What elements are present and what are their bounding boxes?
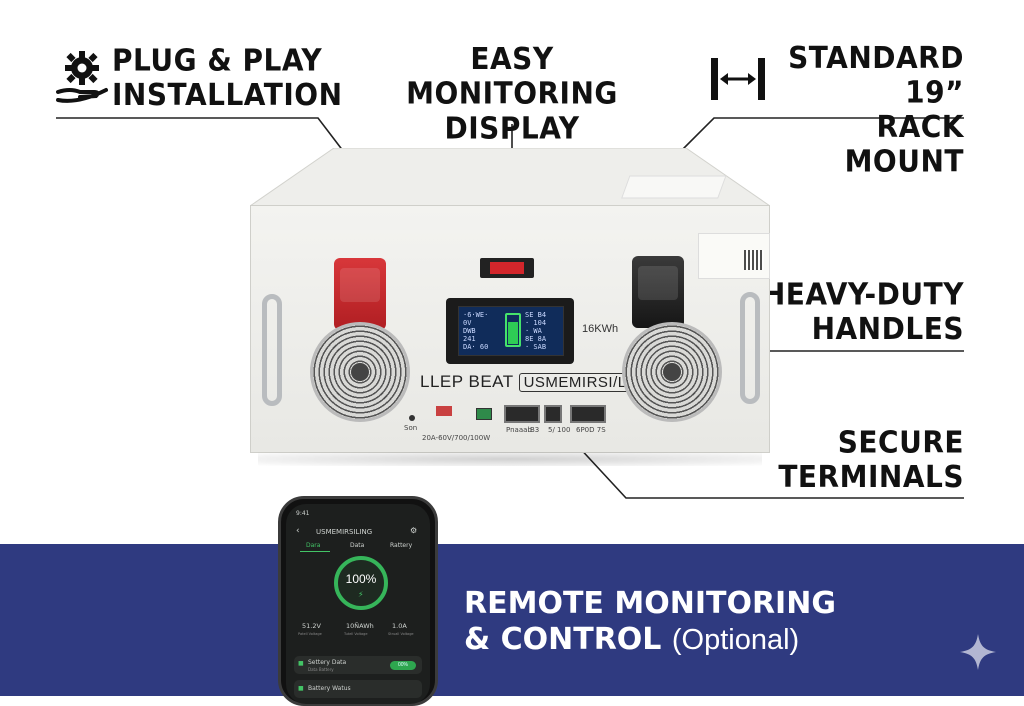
power-switch-rocker xyxy=(490,262,524,274)
tab-rattery[interactable]: Rattery xyxy=(390,542,413,549)
qr-code xyxy=(744,250,764,270)
stat-value: 10ÑAWh xyxy=(346,622,374,630)
monitoring-line-1: EASY MONITORING xyxy=(406,41,618,112)
handles-line-2: HANDLES xyxy=(811,310,964,347)
fan-hub xyxy=(351,363,369,381)
stat-label: Struall Voltage xyxy=(388,632,414,636)
handles-callout: HEAVY-DUTY HANDLES xyxy=(760,277,964,346)
stat-value: 1.0A xyxy=(392,622,407,630)
tab-data[interactable]: Data xyxy=(350,542,365,549)
negative-terminal[interactable] xyxy=(632,256,684,328)
usb-port[interactable] xyxy=(476,408,492,420)
list-item[interactable]: ■ Settery Data Data Battery 00% xyxy=(294,656,422,674)
terminal-cap xyxy=(340,268,380,302)
monitoring-line-2: DISPLAY xyxy=(444,110,580,146)
row-badge: 00% xyxy=(390,661,416,670)
charge-percent: 100% xyxy=(345,572,377,586)
terminal-cap xyxy=(638,266,678,300)
sparkle-icon xyxy=(960,634,996,670)
can-port[interactable] xyxy=(544,405,562,423)
remote-monitoring-banner xyxy=(0,544,1024,696)
terminals-callout: SECURE TERMINALS xyxy=(760,425,964,494)
rack-line-1: STANDARD 19” xyxy=(788,39,964,110)
plug-play-line-2: INSTALLATION xyxy=(112,76,343,113)
left-cooling-fan xyxy=(310,322,410,422)
reset-button[interactable] xyxy=(409,415,415,421)
charge-ring: 100% ⚡ xyxy=(334,556,388,610)
back-icon[interactable]: ‹ xyxy=(296,526,300,536)
lcd-text: ·6·WE· xyxy=(463,311,489,319)
link-port[interactable] xyxy=(570,405,606,423)
app-screen: 9:41 ‹ USMEMIRSILING ⚙ Dara Data Rattery… xyxy=(286,504,430,704)
terminals-line-2: TERMINALS xyxy=(778,458,964,495)
lcd-display: ·6·WE· 0V DWB 241 DA· 60 SE B4 · 104 · W… xyxy=(446,298,574,364)
port-label: Son xyxy=(404,424,418,432)
list-item[interactable]: ■ Battery Watus xyxy=(294,680,422,698)
port-label: 6P0D 7S xyxy=(576,426,606,434)
terminals-line-1: SECURE xyxy=(837,424,964,460)
port-label: 5/ 100 xyxy=(548,426,571,434)
stat-value: 51.2V xyxy=(302,622,321,630)
row-icon: ■ xyxy=(298,660,304,667)
port-label: B3 xyxy=(530,426,540,434)
stat-label: Patell Voltage xyxy=(298,632,322,636)
lcd-text: · 104 xyxy=(525,319,547,327)
capacity-label: 16KWh xyxy=(582,323,619,335)
optional-label: (Optional) xyxy=(671,624,800,656)
width-measure-icon xyxy=(711,58,765,100)
lcd-text: DA· 60 xyxy=(463,343,489,351)
lcd-text: 0V xyxy=(463,319,472,327)
lcd-text: SE B4 xyxy=(525,311,547,319)
battery-top-panel xyxy=(250,148,770,206)
lightning-icon: ⚡ xyxy=(358,590,364,599)
dip-switch[interactable] xyxy=(436,406,452,416)
tab-dara[interactable]: Dara xyxy=(306,542,321,549)
row-sub: Data Battery xyxy=(308,667,334,672)
brand-label: LLEP BEAT USMEMIRSI/LING xyxy=(420,372,660,392)
right-handle[interactable] xyxy=(740,292,760,404)
fan-hub xyxy=(663,363,681,381)
plug-play-line-1: PLUG & PLAY xyxy=(112,42,323,78)
lcd-screen: ·6·WE· 0V DWB 241 DA· 60 SE B4 · 104 · W… xyxy=(458,306,564,356)
left-handle[interactable] xyxy=(262,294,282,406)
lcd-text: 8E 8A xyxy=(525,335,547,343)
row-icon: ■ xyxy=(298,685,304,692)
port-label: 20A-60V/700/100W xyxy=(422,434,491,442)
lcd-text: DWB xyxy=(463,327,476,335)
brand-model: USMEMIRSI/LING xyxy=(518,373,660,392)
brand-name: LLEP BEAT xyxy=(420,372,514,391)
status-time: 9:41 xyxy=(296,510,310,517)
plug-play-callout: PLUG & PLAY INSTALLATION xyxy=(112,43,343,112)
row-label: Settery Data xyxy=(308,659,347,666)
remote-line-2-wrap: & CONTROL (Optional) xyxy=(464,622,836,658)
gear-in-hand-icon xyxy=(56,51,108,103)
settings-icon[interactable]: ⚙ xyxy=(410,526,418,535)
remote-line-2: & CONTROL xyxy=(464,622,662,657)
lcd-left-column: ·6·WE· 0V DWB 241 DA· 60 xyxy=(463,311,488,351)
handles-line-1: HEAVY-DUTY xyxy=(761,276,964,312)
power-switch[interactable] xyxy=(480,258,534,278)
rack-callout: STANDARD 19” RACK MOUNT xyxy=(770,39,964,180)
app-title: USMEMIRSILING xyxy=(316,528,373,536)
remote-line-1: REMOTE MONITORING xyxy=(464,586,836,621)
battery-level-icon xyxy=(505,313,521,347)
remote-monitoring-heading: REMOTE MONITORING & CONTROL (Optional) xyxy=(464,586,836,658)
port-label: Pnaaab xyxy=(506,426,532,434)
active-tab-underline xyxy=(300,551,330,552)
lcd-text: 241 xyxy=(463,335,476,343)
battery-level-fill xyxy=(508,322,518,344)
rs485-port[interactable] xyxy=(504,405,540,423)
lcd-right-column: SE B4 · 104 · WA 8E 8A · SAB xyxy=(525,311,546,351)
right-cooling-fan xyxy=(622,322,722,422)
positive-terminal[interactable] xyxy=(334,258,386,330)
stat-label: Tutell Voltage xyxy=(344,632,368,636)
rack-line-2: RACK MOUNT xyxy=(844,108,964,180)
lcd-text: · WA xyxy=(525,327,542,335)
row-label: Battery Watus xyxy=(308,685,351,692)
battery-shadow xyxy=(258,452,762,466)
lcd-text: · SAB xyxy=(525,343,547,351)
monitoring-callout: EASY MONITORING DISPLAY xyxy=(376,42,648,146)
smartphone: 9:41 ‹ USMEMIRSILING ⚙ Dara Data Rattery… xyxy=(278,496,438,706)
